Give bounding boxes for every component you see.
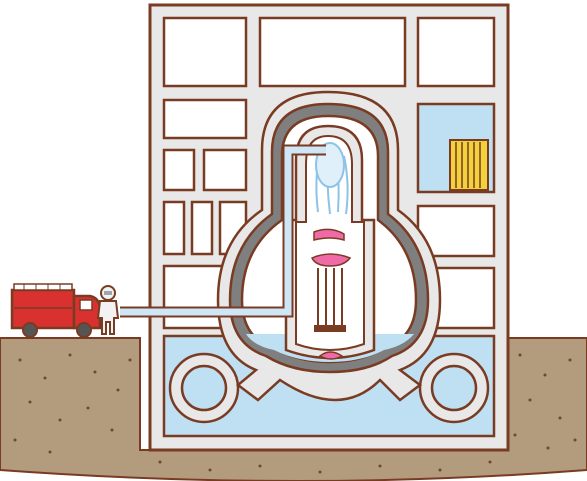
suppression-pool-torus xyxy=(168,352,490,424)
spent-fuel-rods xyxy=(449,139,489,191)
ground-dots xyxy=(13,353,577,474)
water-injection-pipe xyxy=(120,144,326,318)
control-rod-drives xyxy=(314,268,346,332)
truck-wheel xyxy=(76,322,92,338)
fire-truck xyxy=(10,283,102,338)
building-rooms xyxy=(162,16,496,330)
worker-in-protective-suit xyxy=(96,285,120,335)
melted-fuel xyxy=(310,228,352,360)
truck-wheel xyxy=(22,322,38,338)
